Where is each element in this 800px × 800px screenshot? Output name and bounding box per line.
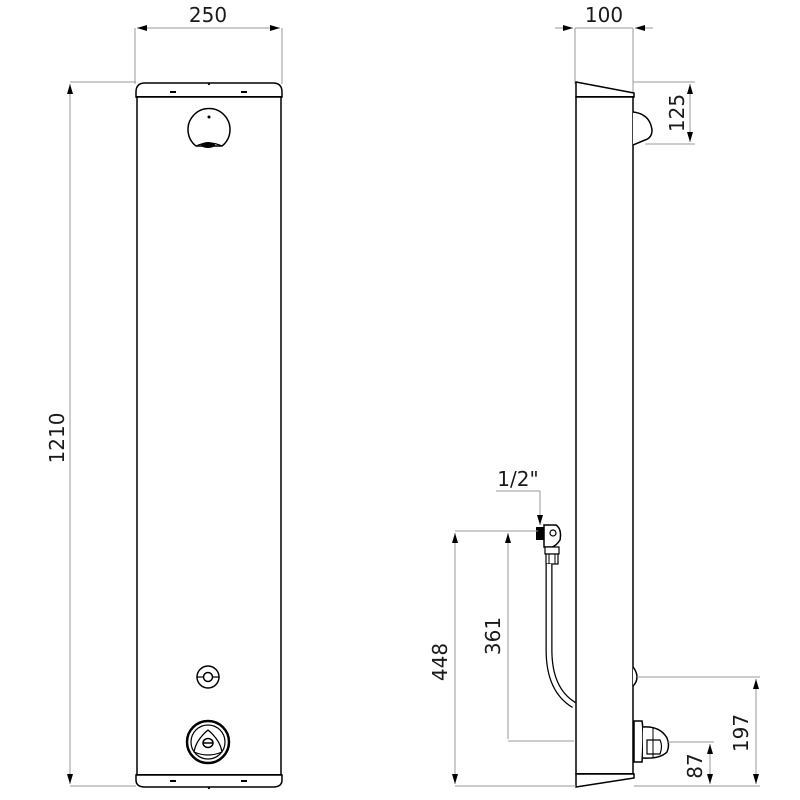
push-button-icon <box>196 665 220 689</box>
width-dimension: 250 <box>189 3 227 27</box>
mixer-knob-icon <box>185 719 231 765</box>
hose-dimension: 361 <box>481 617 505 655</box>
depth-dimension: 100 <box>585 3 623 27</box>
inlet-fitting-icon <box>536 524 562 565</box>
outlet-nut-icon <box>633 720 670 763</box>
hose-icon <box>545 564 576 709</box>
front-view: 250 1210 <box>45 3 283 790</box>
height-dimension: 1210 <box>45 413 69 464</box>
outlet-height-dimension: 87 <box>683 753 707 778</box>
inlet-size-label: 1/2" <box>497 467 538 491</box>
showerhead-dimension: 125 <box>665 94 689 132</box>
showerhead-side-icon <box>632 111 653 146</box>
inlet-height-dimension: 448 <box>428 643 452 681</box>
side-view: 100 125 <box>428 3 760 788</box>
showerhead-icon <box>187 107 231 148</box>
valve-height-dimension: 197 <box>729 714 753 752</box>
